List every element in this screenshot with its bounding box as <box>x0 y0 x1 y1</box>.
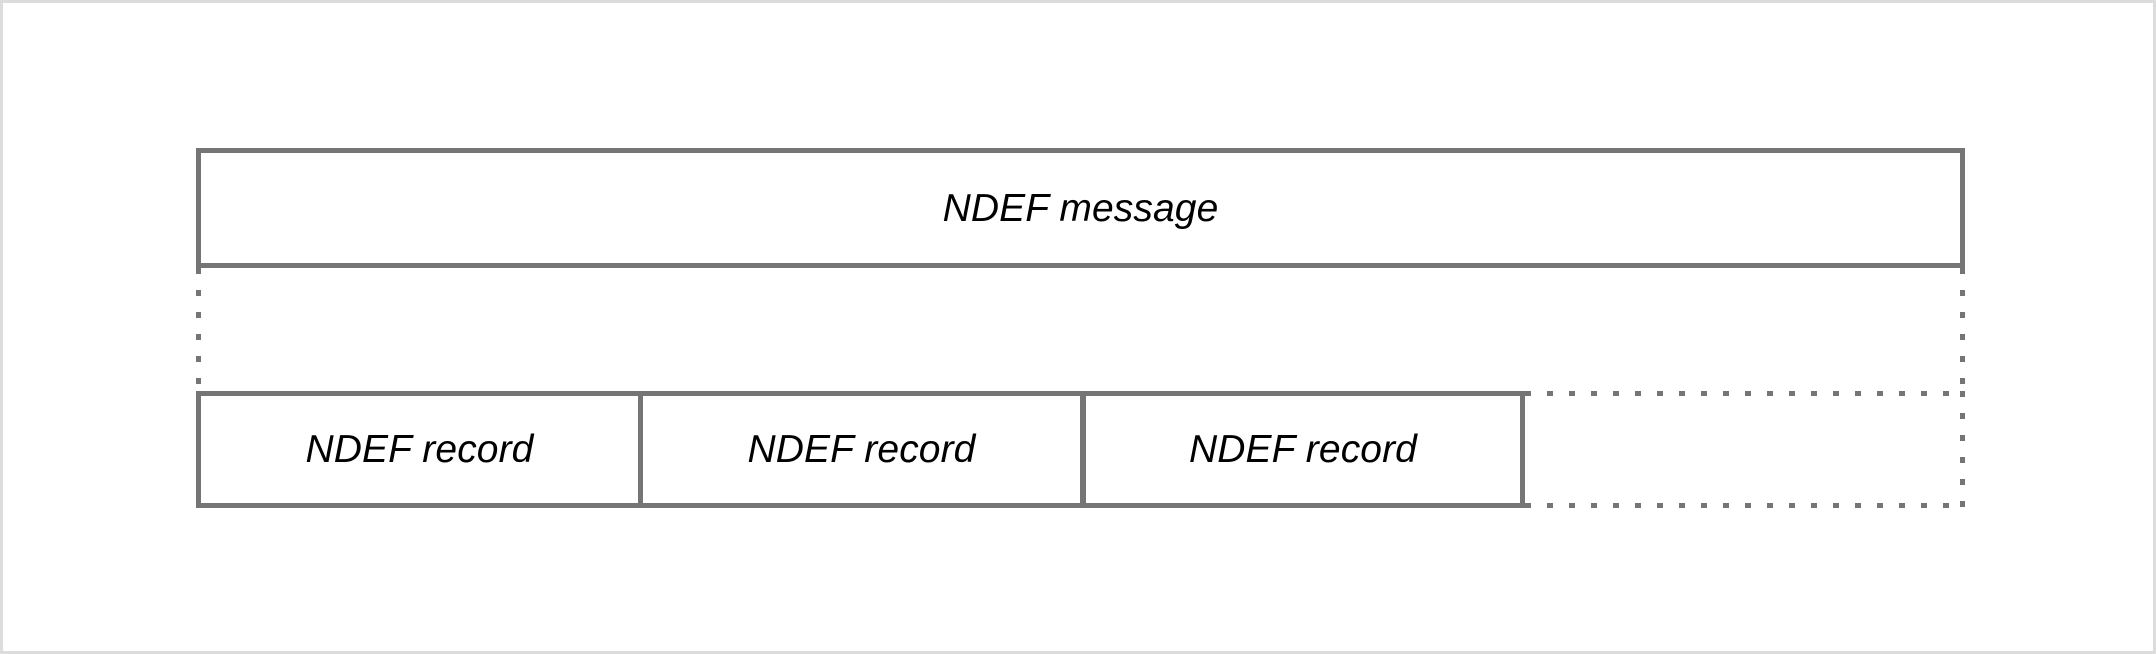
ndef-record-continuation-box <box>1525 391 1965 508</box>
ndef-record-label-3: NDEF record <box>1189 428 1417 471</box>
ndef-record-box-2: NDEF record <box>638 391 1085 508</box>
ndef-structure-diagram: NDEF message NDEF record NDEF record NDE… <box>3 3 2153 651</box>
continuation-edge-right <box>1960 391 1965 508</box>
expansion-connector-left <box>196 268 201 393</box>
ndef-record-box-1: NDEF record <box>196 391 643 508</box>
ndef-message-box: NDEF message <box>196 148 1965 268</box>
ndef-record-label-2: NDEF record <box>747 428 976 471</box>
continuation-edge-top <box>1525 391 1965 396</box>
expansion-connector-right <box>1960 268 1965 393</box>
ndef-record-label-1: NDEF record <box>305 428 534 471</box>
ndef-message-label: NDEF message <box>942 186 1219 230</box>
continuation-edge-bottom <box>1525 503 1965 508</box>
ndef-record-box-3: NDEF record <box>1081 391 1525 508</box>
ndef-records-row: NDEF record NDEF record NDEF record <box>196 391 1965 508</box>
